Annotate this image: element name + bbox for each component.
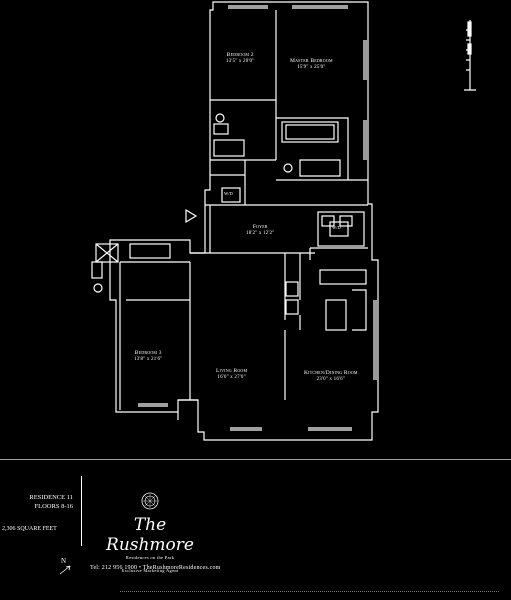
room-master-bedroom: Master Bedroom 15'9" x 25'0" <box>290 58 333 72</box>
room-bedroom-2: Bedroom 2 13'5" x 20'0" <box>226 52 254 66</box>
interior-wall <box>177 399 198 420</box>
footer-divider <box>81 476 82 546</box>
brand-emblem-icon <box>141 492 159 510</box>
entry-arrow <box>185 208 198 224</box>
room-bedroom-3: Bedroom 3 13'8" x 21'6" <box>134 350 162 364</box>
room-name: Master Bedroom <box>290 58 333 64</box>
footer <box>0 458 511 600</box>
room-dimensions: 13'5" x 20'0" <box>226 59 255 65</box>
room-dimensions: 15'9" x 25'0" <box>297 65 326 71</box>
room-kitchen-dining: Kitchen/Dining Room 23'0" x 16'6" <box>304 370 358 384</box>
closet <box>285 281 299 297</box>
room-name: Bedroom 3 <box>134 350 162 356</box>
brand-subtitle: Residences on the Park <box>125 555 175 560</box>
toilet <box>93 283 103 293</box>
interior-wall <box>119 261 191 410</box>
brand-agent: Exclusive Marketing Agent <box>121 568 179 573</box>
kitchen-counter <box>319 269 367 285</box>
closet <box>317 211 365 247</box>
room-dimensions: 16'0" x 27'0" <box>217 375 246 381</box>
interior-wall <box>205 10 368 206</box>
square-footage: 2,306 SQUARE FEET <box>2 526 57 532</box>
vanity <box>213 123 229 135</box>
north-arrow-icon: N <box>59 557 71 575</box>
interior-wall <box>190 205 368 400</box>
bathtub <box>281 121 339 143</box>
bathtub <box>213 139 245 157</box>
closet <box>285 299 299 315</box>
floor-range: FLOORS 8-16 <box>34 502 73 510</box>
room-dimensions: 23'0" x 16'6" <box>316 377 346 383</box>
floor-plan <box>0 1 511 460</box>
vanity <box>299 159 341 177</box>
residence-number: RESIDENCE 11 <box>29 494 73 501</box>
brand-block: The Rushmore Residences on the Park Excl… <box>95 492 205 573</box>
room-dimensions: 13'8" x 21'6" <box>134 357 163 363</box>
room-dimensions: 18'2" x 12'2" <box>246 231 275 237</box>
contact-line: Tel: 212 956 1900 • TheRushmoreResidence… <box>90 565 221 571</box>
room-name: Kitchen/Dining Room <box>304 370 358 376</box>
washer-dryer-label: W/D <box>224 191 233 196</box>
window <box>138 300 377 431</box>
vanity <box>129 243 171 259</box>
room-name: Living Room <box>216 368 248 374</box>
fine-print <box>120 591 499 594</box>
room-living-room: Living Room 16'0" x 27'0" <box>216 368 247 382</box>
toilet <box>215 113 225 123</box>
washer-dryer-label: W/D <box>332 225 341 230</box>
window <box>228 5 367 160</box>
svg-text:N: N <box>61 557 66 565</box>
unit-info: RESIDENCE 11 FLOORS 8-16 <box>29 494 73 512</box>
room-name: Foyer <box>252 224 268 230</box>
room-name: Bedroom 2 <box>226 52 254 58</box>
washer-dryer <box>221 187 241 203</box>
brand-logo: The Rushmore <box>106 515 194 555</box>
kitchen-island <box>325 299 347 331</box>
kitchen-counter <box>352 289 367 331</box>
shower <box>95 243 119 263</box>
washer-dryer <box>329 221 349 237</box>
room-foyer: Foyer 18'2" x 12'2" <box>246 224 274 238</box>
toilet <box>283 163 293 173</box>
